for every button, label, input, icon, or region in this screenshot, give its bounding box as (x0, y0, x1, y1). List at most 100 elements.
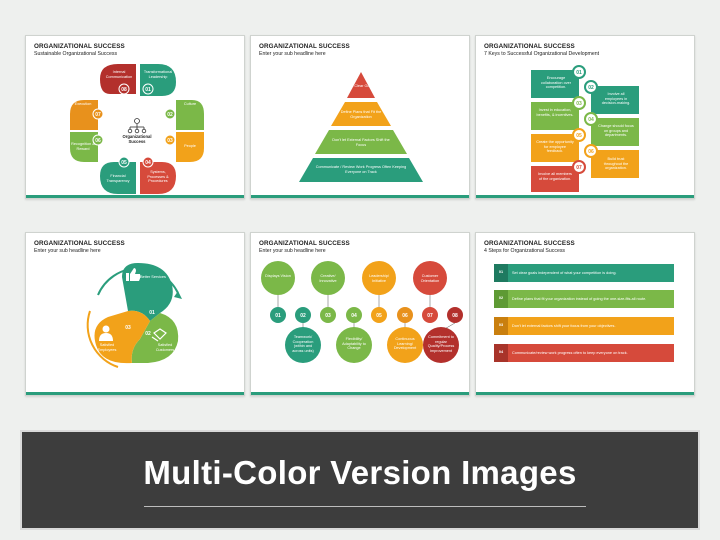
item-label-02: Culture (183, 102, 197, 106)
slide-thumbnail-4[interactable]: ORGANIZATIONAL SUCCESS Enter your sub he… (25, 232, 245, 396)
slide-thumbnail-5[interactable]: ORGANIZATIONAL SUCCESS Enter your sub he… (250, 232, 470, 396)
num-03: 03 (125, 325, 131, 331)
item-label-03: People (184, 144, 196, 148)
step-block-01 (531, 70, 579, 98)
top-label-05: Leadership/ Initiative (369, 274, 389, 283)
banner-title: Multi-Color Version Images (143, 454, 577, 491)
slide-thumbnail-1[interactable]: ORGANIZATIONAL SUCCESS Sustainable Organ… (25, 35, 245, 199)
pyramid-level-4 (299, 158, 423, 182)
triangle-cycle-diagram: 01 02 03 (86, 263, 182, 368)
bubble-07 (413, 261, 447, 295)
bottom-label-08: Commitment to regular Quality/Process Im… (427, 335, 455, 353)
cycle-part-02 (131, 313, 179, 363)
cycle-arc-orange (86, 310, 119, 368)
svg-text:06: 06 (588, 149, 594, 155)
petal-05 (100, 162, 136, 194)
step-block-05 (531, 134, 579, 162)
handshake-icon (151, 328, 167, 342)
level-label-4: Communicate / Review Work Progress Often… (315, 165, 407, 174)
num-04: 04 (145, 160, 151, 166)
bubble-chain-diagram: 01 02 03 04 05 06 07 08 (261, 261, 463, 363)
part-label-02: Satisfied Customers (155, 343, 175, 352)
bottom-label-02: Teamwork/ Cooperation (within and across… (292, 335, 314, 353)
slide-title: ORGANIZATIONAL SUCCESS (34, 43, 125, 50)
svg-text:02: 02 (588, 85, 594, 91)
row-num-01: 01 (498, 270, 504, 274)
step-block-04 (591, 118, 639, 146)
slide-subtitle: 7 Keys to Successful Organizational Deve… (484, 51, 600, 57)
center-label: Organizational Success (122, 134, 152, 144)
bubble-06 (387, 327, 423, 363)
slide-thumbnail-3[interactable]: ORGANIZATIONAL SUCCESS 7 Keys to Success… (475, 35, 695, 199)
bubble-08 (423, 327, 459, 363)
petal-03 (176, 132, 204, 162)
row-label-03: Don't let external factors shift your fo… (512, 324, 616, 328)
row-label-04: Communicate/review work progress often t… (512, 351, 628, 355)
num-06: 06 (95, 138, 101, 144)
banner-underline (144, 506, 586, 507)
part-label-03: Satisfied Employees (97, 343, 117, 352)
svg-text:05: 05 (376, 313, 382, 319)
step-label-03: Invest in education, benefits, & incenti… (536, 108, 574, 117)
step-label-04: Change should focus on groups and depart… (598, 124, 634, 138)
step-block-02 (591, 86, 639, 114)
num-03: 03 (167, 138, 173, 144)
slide-subtitle: Sustainable Organizational Success (34, 51, 118, 57)
num-02: 02 (167, 112, 173, 118)
slide-title: ORGANIZATIONAL SUCCESS (484, 43, 575, 50)
thumbs-up-icon (126, 268, 141, 281)
top-label-03: Creative/ Innovative (319, 274, 337, 283)
bubble-01 (261, 261, 295, 295)
svg-text:03: 03 (576, 101, 582, 107)
petal-06 (70, 132, 98, 162)
step-label-01: Encourage collaboration over competition… (541, 76, 571, 90)
level-label-3: Don't let External Factors Shift the Foc… (332, 138, 390, 147)
cycle-part-03 (94, 310, 150, 364)
num-07: 07 (95, 112, 101, 118)
row-num-03: 03 (498, 323, 504, 327)
bottom-label-06: Continuous Learning/ Development (393, 337, 417, 351)
row-num-04: 04 (498, 350, 504, 354)
caption-banner: Multi-Color Version Images (20, 430, 700, 530)
petal-07 (70, 100, 98, 130)
bubble-03 (311, 261, 345, 295)
svg-text:01: 01 (576, 70, 582, 76)
bubble-04 (336, 327, 372, 363)
bubble-02 (285, 327, 321, 363)
svg-text:04: 04 (351, 313, 357, 319)
top-label-01: Displays Vision (265, 274, 291, 278)
slide-title: ORGANIZATIONAL SUCCESS (259, 240, 350, 247)
pyramid-level-1 (347, 72, 375, 98)
num-01: 01 (145, 87, 151, 93)
svg-text:01: 01 (275, 313, 281, 319)
svg-text:05: 05 (576, 133, 582, 139)
item-label-06: Recognition & Reward (71, 142, 95, 151)
svg-text:07: 07 (427, 313, 433, 319)
step-block-07 (531, 166, 579, 192)
num-05: 05 (121, 160, 127, 166)
slide-title: ORGANIZATIONAL SUCCESS (34, 240, 125, 247)
step-label-05: Create the opportunity for employee feed… (536, 140, 574, 154)
slide-thumbnail-2[interactable]: ORGANIZATIONAL SUCCESS Enter your sub he… (250, 35, 470, 199)
svg-text:08: 08 (452, 313, 458, 319)
bottom-label-04: Flexibility/ Adaptability to Change (342, 337, 366, 351)
slide-title: ORGANIZATIONAL SUCCESS (259, 43, 350, 50)
row-label-02: Define plans that fit your organization … (512, 297, 647, 301)
row-label-01: Set clear goals independent of what your… (512, 271, 617, 275)
slide-subtitle: Enter your sub headline here (259, 248, 326, 254)
slide-thumbnail-6[interactable]: ORGANIZATIONAL SUCCESS 4 Steps for Organ… (475, 232, 695, 396)
slide-subtitle: Enter your sub headline here (259, 51, 326, 57)
svg-text:06: 06 (402, 313, 408, 319)
num-02: 02 (145, 331, 151, 337)
petal-04 (140, 162, 176, 194)
step-label-07: Involve all members of the organization. (538, 172, 572, 181)
num-01: 01 (149, 310, 155, 316)
petal-02 (176, 100, 204, 130)
slide-subtitle: Enter your sub headline here (34, 248, 101, 254)
item-label-05: Financial Transparency (106, 174, 130, 183)
person-icon (99, 325, 113, 341)
pyramid-level-3 (315, 130, 407, 154)
item-label-04: Systems, Processes & Procedures (147, 170, 169, 184)
num-08: 08 (121, 87, 127, 93)
step-block-03 (531, 102, 579, 130)
